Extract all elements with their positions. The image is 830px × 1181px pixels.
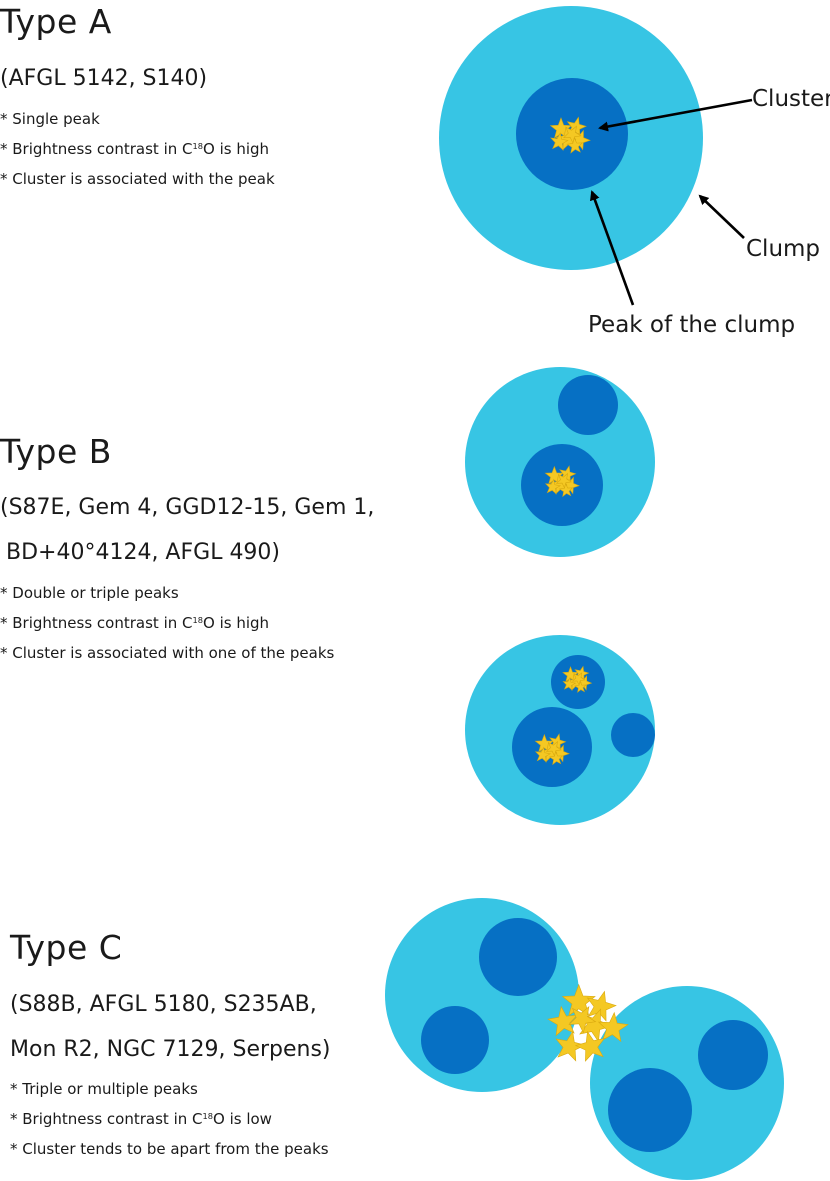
- cluster-star: [549, 117, 573, 139]
- cluster-star: [568, 1005, 597, 1034]
- type-b-diagram-2: [465, 635, 655, 825]
- cluster-star: [555, 472, 573, 489]
- cluster-star: [544, 465, 565, 485]
- type-c-cluster: [547, 983, 629, 1062]
- type-c-objects-line-2: Mon R2, NGC 7129, Serpens): [10, 1037, 331, 1062]
- cluster-star: [571, 672, 586, 686]
- cluster-star: [561, 983, 596, 1017]
- type-a-title: Type A: [0, 2, 112, 41]
- type-c-objects-line-1: (S88B, AFGL 5180, S235AB,: [10, 992, 317, 1017]
- type-b-objects-line-1: (S87E, Gem 4, GGD12-15, Gem 1,: [0, 495, 375, 520]
- cluster-star: [548, 750, 564, 766]
- clump-label: Clump: [746, 236, 821, 262]
- type-c-peak-1: [479, 918, 557, 996]
- type-b2-cluster-top: [562, 665, 593, 693]
- type-c-title: Type C: [10, 928, 123, 967]
- type-b1-peak-small: [558, 375, 618, 435]
- peak-label: Peak of the clump: [588, 312, 796, 338]
- cluster-star: [545, 740, 563, 757]
- type-b2-cluster-main: [534, 733, 570, 766]
- type-a-objects: (AFGL 5142, S140): [0, 66, 208, 91]
- cluster-star: [544, 478, 562, 495]
- cluster-star: [574, 680, 587, 693]
- cluster-star: [586, 990, 617, 1022]
- type-b-objects-line-2: BD+40°4124, AFGL 490): [6, 540, 281, 565]
- type-a-bullet-3: * Cluster is associated with the peak: [0, 170, 275, 188]
- cluster-star: [566, 137, 584, 154]
- type-b-title: Type B: [0, 432, 112, 471]
- type-b2-peak-right: [611, 713, 655, 757]
- cluster-star: [574, 1030, 606, 1062]
- type-c-bullet-1: * Triple or multiple peaks: [10, 1080, 198, 1098]
- type-c-peak-2: [421, 1006, 489, 1074]
- cluster-star: [547, 1005, 578, 1037]
- type-b-bullet-2: * Brightness contrast in C18O is high: [0, 614, 270, 632]
- peak-arrow: [590, 190, 635, 306]
- type-c-bullet-2: * Brightness contrast in C18O is low: [10, 1110, 272, 1128]
- cluster-star: [534, 733, 555, 753]
- type-c-peak-3: [698, 1020, 768, 1090]
- type-b-bullet-1: * Double or triple peaks: [0, 584, 179, 602]
- type-b-diagram-1: [465, 367, 655, 557]
- type-a-diagram: [439, 6, 703, 270]
- type-c-peak-4: [608, 1068, 692, 1152]
- type-a-bullet-1: * Single peak: [0, 110, 100, 128]
- cluster-star: [562, 677, 577, 691]
- clump-arrow: [698, 194, 745, 239]
- type-c-bullet-3: * Cluster tends to be apart from the pea…: [10, 1140, 329, 1158]
- type-a-bullet-2: * Brightness contrast in C18O is high: [0, 140, 270, 158]
- cluster-star: [562, 125, 582, 144]
- cluster-label: Cluster: [752, 86, 830, 112]
- type-b1-cluster: [544, 465, 580, 498]
- cluster-star: [562, 666, 579, 683]
- type-c-clump-left: [385, 898, 579, 1092]
- cluster-star: [550, 132, 569, 151]
- cluster-star: [534, 746, 552, 763]
- cluster-arrow: [598, 98, 753, 132]
- cluster-star: [558, 482, 574, 498]
- type-a-cluster: [549, 116, 591, 154]
- type-c-diagram: [385, 898, 784, 1180]
- type-b-bullet-3: * Cluster is associated with one of the …: [0, 644, 335, 662]
- cluster-star: [597, 1011, 629, 1043]
